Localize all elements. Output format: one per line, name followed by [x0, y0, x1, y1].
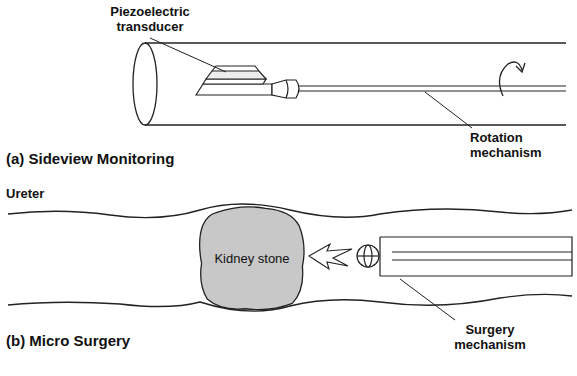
ureter-wall: [8, 204, 572, 311]
figure-caption: (a) Sideview Monitoring: [6, 150, 246, 167]
node-text: Kidney stone: [210, 251, 294, 266]
surgery-instrument: [357, 237, 572, 276]
leader-line: [150, 38, 226, 72]
laser-spark: [309, 244, 352, 269]
node-body: Kidney stone: [196, 204, 308, 266]
leader-line: [400, 279, 455, 320]
part-label: Rotation mechanism: [470, 130, 570, 160]
leader-line: [425, 92, 472, 128]
part-label: Surgery mechanism: [440, 322, 540, 352]
tube: [133, 43, 566, 125]
part-label: Piezoelectric transducer: [98, 4, 202, 34]
rotation-arrow: [499, 62, 525, 96]
figure-caption: (b) Micro Surgery: [6, 332, 246, 349]
transducer-symbol: [196, 66, 299, 98]
part-label: Ureter: [6, 186, 86, 201]
kidney-stone: Kidney stone: [196, 204, 308, 312]
rotation-rod: [299, 86, 566, 91]
